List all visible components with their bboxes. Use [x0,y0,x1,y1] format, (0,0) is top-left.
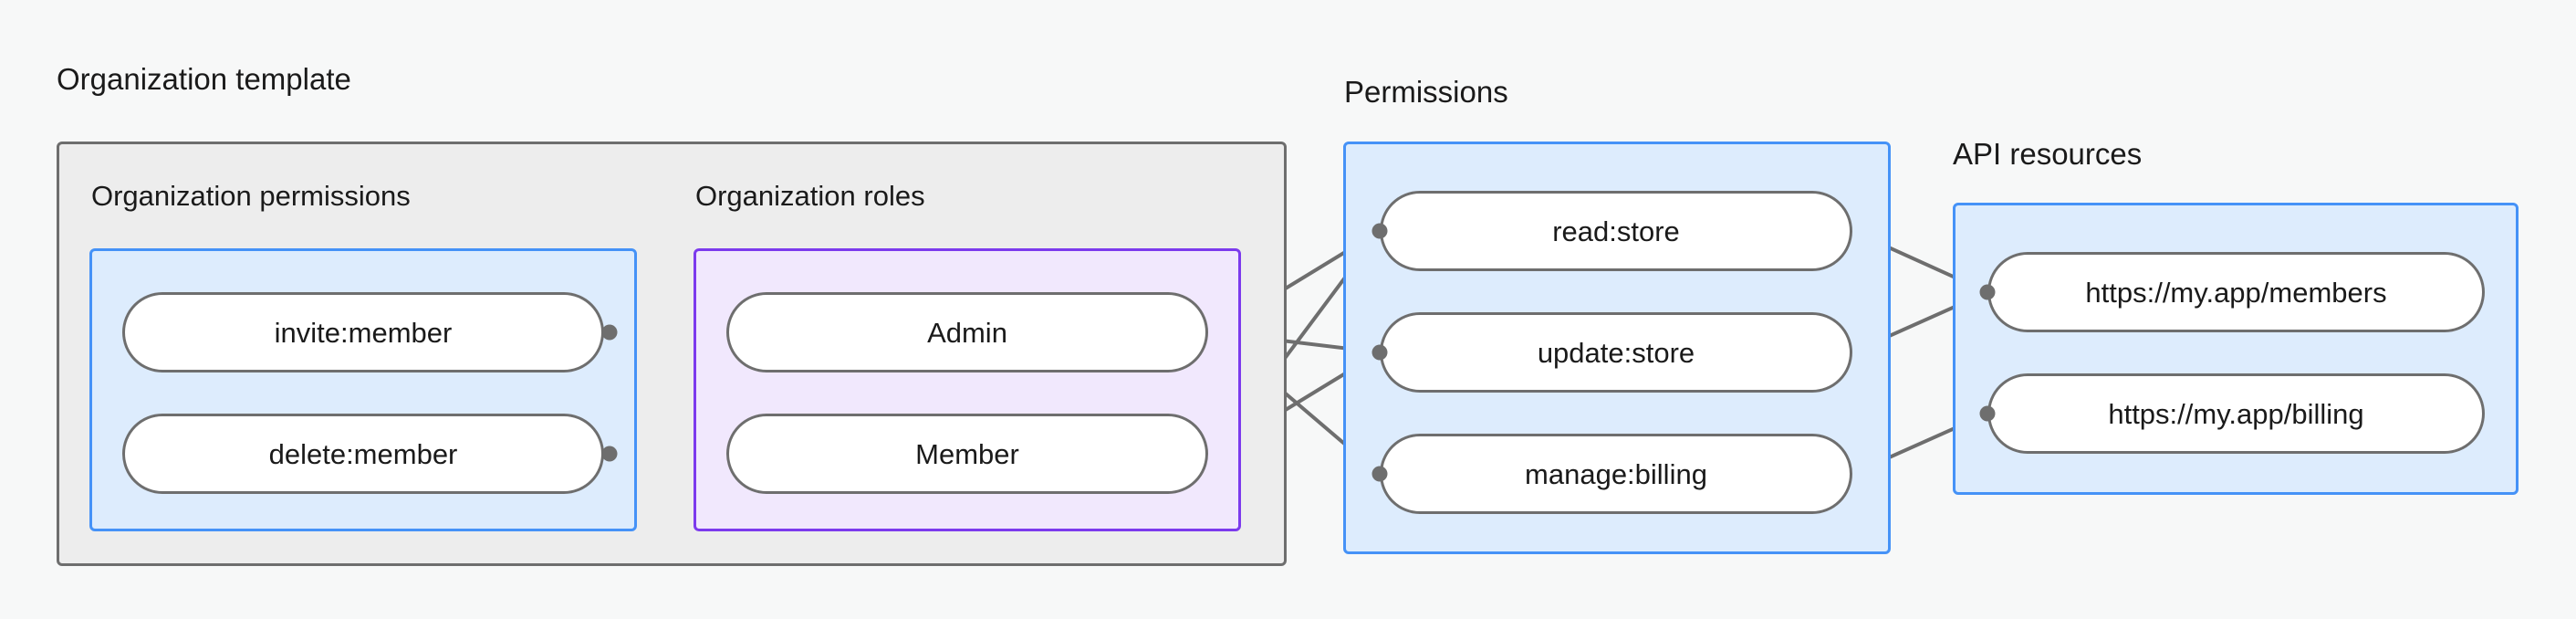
node-admin[interactable]: Admin [726,292,1208,372]
connector-dot-delete-member [601,446,618,462]
connector-dot-read-store [1371,223,1388,239]
node-read-store-label: read:store [1552,215,1680,247]
connector-dot-update-store [1371,344,1388,361]
node-invite-member[interactable]: invite:member [122,292,604,372]
node-manage-billing[interactable]: manage:billing [1380,434,1852,514]
node-admin-label: Admin [927,316,1007,349]
node-member[interactable]: Member [726,414,1208,494]
node-manage-billing-label: manage:billing [1525,457,1707,490]
connector-dot-manage-billing [1371,466,1388,482]
caption-organization-template: Organization template [57,62,351,96]
node-members-resource[interactable]: https://my.app/members [1987,252,2485,332]
node-update-store[interactable]: update:store [1380,312,1852,393]
caption-organization-permissions: Organization permissions [91,180,411,212]
node-delete-member-label: delete:member [268,437,458,470]
node-delete-member[interactable]: delete:member [122,414,604,494]
caption-api-resources: API resources [1953,137,2143,171]
connector-dot-billing-resource [1979,405,1996,422]
node-member-label: Member [915,437,1019,470]
node-read-store[interactable]: read:store [1380,191,1852,271]
caption-permissions: Permissions [1344,75,1508,109]
connector-dot-invite-member [601,324,618,341]
node-billing-resource[interactable]: https://my.app/billing [1987,373,2485,454]
node-members-resource-label: https://my.app/members [2085,276,2387,309]
connector-dot-members-resource [1979,284,1996,300]
caption-organization-roles: Organization roles [695,180,925,212]
node-billing-resource-label: https://my.app/billing [2108,397,2364,430]
node-invite-member-label: invite:member [274,316,453,349]
node-update-store-label: update:store [1537,336,1695,369]
